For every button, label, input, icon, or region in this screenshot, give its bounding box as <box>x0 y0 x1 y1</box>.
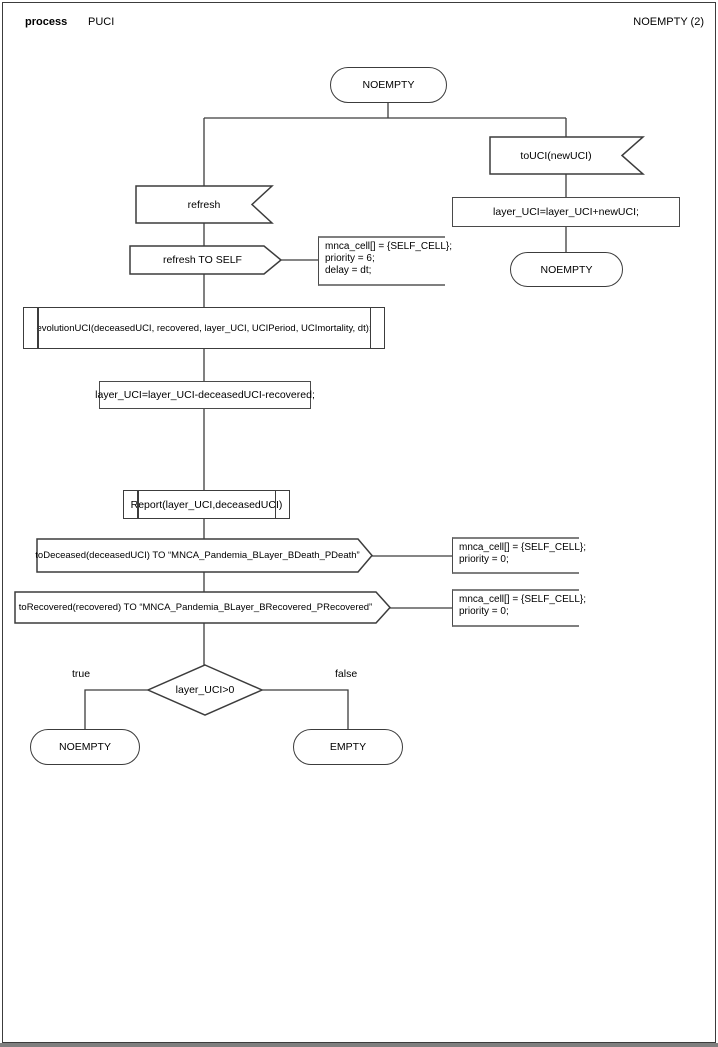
input-signal-touci-label: toUCI(newUCI) <box>520 149 592 162</box>
comment-recovered-line2: priority = 0; <box>459 606 509 617</box>
task-add-newuci: layer_UCI=layer_UCI+newUCI; <box>452 197 680 227</box>
output-signal-torecovered-label: toRecovered(recovered) TO “MNCA_Pandemia… <box>18 602 373 613</box>
output-signal-torecovered-shape <box>14 591 392 624</box>
task-subtract-label: layer_UCI=layer_UCI-deceasedUCI-recovere… <box>95 389 315 401</box>
flow-lines <box>84 103 567 729</box>
procedure-call-report-label: Report(layer_UCI,deceasedUCI) <box>130 498 283 511</box>
state-noempty-start-label: NOEMPTY <box>362 79 415 91</box>
state-noempty-bottom-label: NOEMPTY <box>59 741 111 753</box>
state-empty-label: EMPTY <box>329 741 367 753</box>
page-title: NOEMPTY (2) <box>633 16 704 28</box>
comment-deceased-params: mnca_cell[] = {SELF_CELL}; priority = 0; <box>452 537 587 574</box>
procedure-call-report: Report(layer_UCI,deceasedUCI) <box>123 490 290 519</box>
state-empty: EMPTY <box>293 729 403 765</box>
comment-refresh-params: mnca_cell[] = {SELF_CELL}; priority = 6;… <box>318 236 453 286</box>
page-bottom-edge <box>0 1043 718 1047</box>
procedure-call-evolutionuci-label: evolutionUCI(deceasedUCI, recovered, lay… <box>36 322 372 334</box>
line-true-branch <box>84 689 148 729</box>
comment-recovered-params: mnca_cell[] = {SELF_CELL}; priority = 0; <box>452 589 587 627</box>
output-signal-todeceased-shape <box>36 538 373 573</box>
comment-recovered-line1: mnca_cell[] = {SELF_CELL}; <box>459 594 587 605</box>
comment-refresh-line3: delay = dt; <box>325 265 372 276</box>
state-noempty-bottom: NOEMPTY <box>30 729 140 765</box>
procedure-left-bar <box>37 308 39 348</box>
procedure-right-bar <box>274 491 276 518</box>
task-add-newuci-label: layer_UCI=layer_UCI+newUCI; <box>493 206 639 218</box>
output-signal-refresh-self-label: refresh TO SELF <box>163 254 242 266</box>
line-false-branch <box>262 689 349 729</box>
comment-deceased-line2: priority = 0; <box>459 554 509 565</box>
output-signal-refresh-self-shape <box>129 245 283 275</box>
state-noempty-right-label: NOEMPTY <box>540 263 593 276</box>
procedure-right-bar <box>369 308 371 348</box>
comment-deceased-line1: mnca_cell[] = {SELF_CELL}; <box>459 542 587 553</box>
decision-label: layer_UCI>0 <box>175 684 235 696</box>
branch-false-label: false <box>335 668 358 680</box>
state-noempty-start: NOEMPTY <box>330 67 447 103</box>
diagram-kind-label: process <box>25 16 68 28</box>
comment-refresh-line2: priority = 6; <box>325 253 375 264</box>
state-noempty-right: NOEMPTY <box>510 252 623 287</box>
input-signal-refresh-shape <box>135 185 274 224</box>
branch-true-label: true <box>72 668 91 680</box>
input-signal-refresh-label: refresh <box>187 198 221 211</box>
process-name: PUCI <box>88 16 115 28</box>
output-signal-todeceased-label: toDeceased(deceasedUCI) TO “MNCA_Pandemi… <box>35 550 360 561</box>
task-subtract: layer_UCI=layer_UCI-deceasedUCI-recovere… <box>95 381 315 409</box>
input-signal-touci-shape <box>489 136 645 175</box>
decision-diamond-shape <box>146 664 264 716</box>
procedure-left-bar <box>137 491 139 518</box>
comment-refresh-line1: mnca_cell[] = {SELF_CELL}; <box>325 241 453 252</box>
procedure-call-evolutionuci: evolutionUCI(deceasedUCI, recovered, lay… <box>23 307 385 349</box>
